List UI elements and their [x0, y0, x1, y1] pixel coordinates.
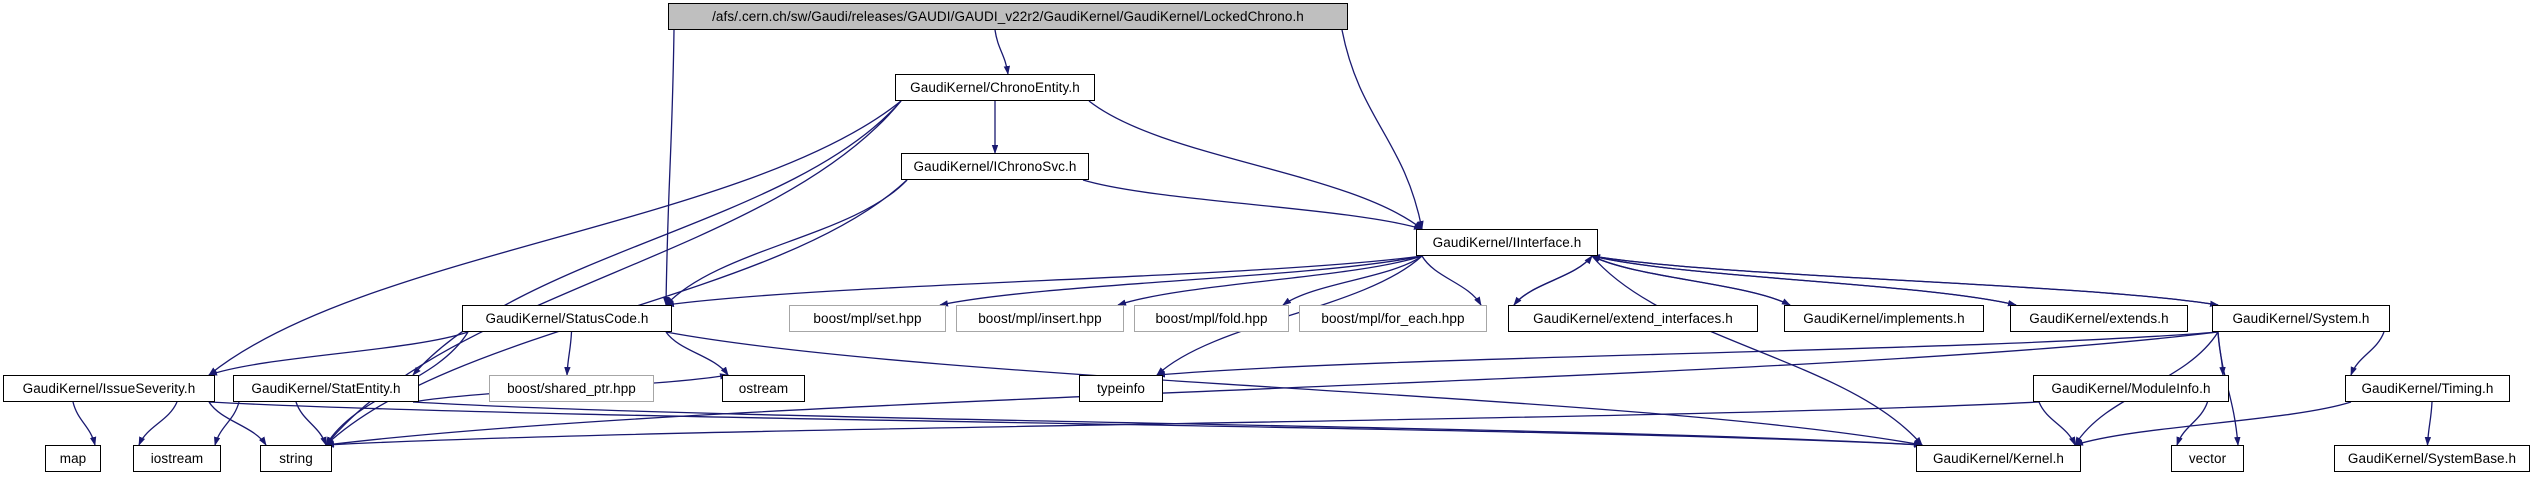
- graph-node-label: GaudiKernel/Kernel.h: [1932, 450, 2065, 466]
- graph-node-label: GaudiKernel/ModuleInfo.h: [2051, 380, 2211, 396]
- graph-node-label: GaudiKernel/StatEntity.h: [251, 380, 401, 396]
- graph-edge-extends-to-iinterface: [1591, 254, 2017, 306]
- graph-edge-iinterface-to-mplset: [939, 255, 1423, 307]
- graph-node-sharedptr[interactable]: boost/shared_ptr.hpp: [489, 375, 654, 402]
- graph-edge-implements-to-iinterface: [1591, 255, 1791, 306]
- graph-edge-system-to-iinterface: [1591, 254, 2219, 306]
- graph-node-label: GaudiKernel/IssueSeverity.h: [22, 380, 196, 396]
- graph-edge-iinterface-to-mplforeach: [1421, 255, 1482, 306]
- graph-edge-iinterface-to-kernel: [1591, 255, 1923, 446]
- graph-edge-root-to-chronoentity: [994, 29, 1011, 75]
- graph-edge-chronoentity-to-iinterface: [1088, 100, 1423, 230]
- graph-edge-system-to-typeinfo: [1156, 331, 2219, 378]
- graph-node-label: GaudiKernel/extends.h: [2029, 310, 2169, 326]
- graph-edge-issuesev-to-map: [72, 401, 97, 446]
- graph-edge-statuscode-to-sharedptr: [564, 331, 573, 376]
- graph-node-ostream[interactable]: ostream: [722, 375, 805, 402]
- graph-node-label: GaudiKernel/ChronoEntity.h: [910, 79, 1080, 95]
- graph-edge-moduleinfo-to-vector: [2176, 401, 2209, 446]
- graph-edge-iinterface-to-extends: [1591, 255, 2017, 307]
- graph-node-string[interactable]: string: [260, 445, 332, 472]
- graph-edge-iinterface-to-system: [1591, 255, 2219, 307]
- graph-edge-statentity-to-string: [295, 401, 327, 446]
- graph-edge-issuesev-to-kernel: [208, 401, 1923, 448]
- graph-node-label: string: [279, 450, 313, 466]
- graph-edge-ichronosvc-to-statuscode: [665, 179, 908, 306]
- graph-node-statentity[interactable]: GaudiKernel/StatEntity.h: [233, 375, 419, 402]
- graph-node-mplforeach[interactable]: boost/mpl/for_each.hpp: [1299, 305, 1487, 332]
- graph-node-label: boost/mpl/fold.hpp: [1155, 310, 1268, 326]
- graph-edge-moduleinfo-to-string: [325, 401, 2040, 448]
- graph-edge-statentity-to-kernel: [412, 401, 1923, 448]
- graph-edge-iinterface-to-extendif: [1513, 255, 1593, 306]
- graph-node-label: GaudiKernel/implements.h: [1803, 310, 1965, 326]
- graph-node-label: GaudiKernel/IInterface.h: [1432, 234, 1582, 250]
- graph-node-implements[interactable]: GaudiKernel/implements.h: [1784, 305, 1984, 332]
- graph-edge-moduleinfo-to-kernel: [2038, 401, 2076, 446]
- graph-edge-root-to-iinterface: [1341, 29, 1424, 230]
- graph-node-label: GaudiKernel/extend_interfaces.h: [1533, 310, 1733, 326]
- graph-node-label: map: [59, 450, 87, 466]
- graph-node-label: typeinfo: [1096, 380, 1146, 396]
- graph-node-label: GaudiKernel/StatusCode.h: [485, 310, 649, 326]
- graph-node-system[interactable]: GaudiKernel/System.h: [2212, 305, 2390, 332]
- graph-edge-system-to-moduleinfo: [2217, 331, 2226, 376]
- graph-node-statuscode[interactable]: GaudiKernel/StatusCode.h: [462, 305, 672, 332]
- graph-node-label: boost/mpl/for_each.hpp: [1321, 310, 1465, 326]
- graph-node-mplinsert[interactable]: boost/mpl/insert.hpp: [956, 305, 1124, 332]
- graph-edge-issuesev-to-iostream: [138, 401, 178, 446]
- graph-node-systembase[interactable]: GaudiKernel/SystemBase.h: [2334, 445, 2530, 472]
- graph-node-label: boost/mpl/set.hpp: [813, 310, 922, 326]
- graph-edge-ichronosvc-to-iinterface: [1082, 179, 1423, 230]
- graph-node-mplfold[interactable]: boost/mpl/fold.hpp: [1134, 305, 1289, 332]
- graph-node-label: GaudiKernel/SystemBase.h: [2347, 450, 2517, 466]
- graph-edge-iinterface-to-mplinsert: [1117, 255, 1423, 306]
- graph-node-mplset[interactable]: boost/mpl/set.hpp: [789, 305, 946, 332]
- graph-node-moduleinfo[interactable]: GaudiKernel/ModuleInfo.h: [2033, 375, 2229, 402]
- graph-node-label: /afs/.cern.ch/sw/Gaudi/releases/GAUDI/GA…: [712, 8, 1304, 24]
- graph-edge-iinterface-to-statuscode: [665, 255, 1423, 308]
- graph-edge-timing-to-systembase: [2424, 401, 2433, 446]
- graph-node-label: GaudiKernel/System.h: [2232, 310, 2370, 326]
- graph-node-vector[interactable]: vector: [2171, 445, 2244, 472]
- graph-node-kernel[interactable]: GaudiKernel/Kernel.h: [1916, 445, 2081, 472]
- graph-edge-system-to-timing: [2350, 331, 2385, 376]
- graph-edge-iinterface-to-implements: [1591, 255, 1791, 306]
- graph-edge-statentity-to-iostream: [214, 401, 240, 446]
- graph-node-label: GaudiKernel/Timing.h: [2361, 380, 2494, 396]
- graph-node-extends[interactable]: GaudiKernel/extends.h: [2010, 305, 2188, 332]
- graph-edge-statuscode-to-issuesev: [208, 331, 469, 376]
- graph-edge-chronoentity-to-issuesev: [208, 100, 902, 376]
- graph-node-root[interactable]: /afs/.cern.ch/sw/Gaudi/releases/GAUDI/GA…: [668, 3, 1348, 30]
- graph-node-timing[interactable]: GaudiKernel/Timing.h: [2345, 375, 2510, 402]
- graph-edge-statuscode-to-kernel: [665, 331, 1923, 447]
- graph-node-typeinfo[interactable]: typeinfo: [1079, 375, 1163, 402]
- graph-node-chronoentity[interactable]: GaudiKernel/ChronoEntity.h: [895, 74, 1095, 101]
- graph-node-label: ostream: [738, 380, 789, 396]
- graph-node-label: boost/mpl/insert.hpp: [978, 310, 1102, 326]
- graph-node-extendif[interactable]: GaudiKernel/extend_interfaces.h: [1508, 305, 1758, 332]
- graph-edge-extendif-to-iinterface: [1513, 255, 1593, 306]
- graph-node-label: iostream: [150, 450, 204, 466]
- graph-node-issuesev[interactable]: GaudiKernel/IssueSeverity.h: [3, 375, 215, 402]
- graph-node-label: GaudiKernel/IChronoSvc.h: [913, 158, 1077, 174]
- graph-edge-statuscode-to-ostream: [665, 331, 729, 376]
- graph-node-label: boost/shared_ptr.hpp: [507, 380, 636, 396]
- graph-node-ichronosvc[interactable]: GaudiKernel/IChronoSvc.h: [901, 153, 1089, 180]
- graph-node-iinterface[interactable]: GaudiKernel/IInterface.h: [1416, 229, 1598, 256]
- graph-node-label: vector: [2188, 450, 2227, 466]
- graph-edge-root-to-statuscode: [662, 29, 675, 306]
- graph-node-map[interactable]: map: [45, 445, 101, 472]
- graph-edge-iinterface-to-mplfold: [1282, 255, 1423, 306]
- graph-edge-chronoentity-to-statentity: [412, 100, 902, 376]
- graph-edge-issuesev-to-string: [208, 401, 267, 446]
- graph-node-iostream[interactable]: iostream: [133, 445, 221, 472]
- graph-edge-timing-to-kernel: [2074, 401, 2352, 446]
